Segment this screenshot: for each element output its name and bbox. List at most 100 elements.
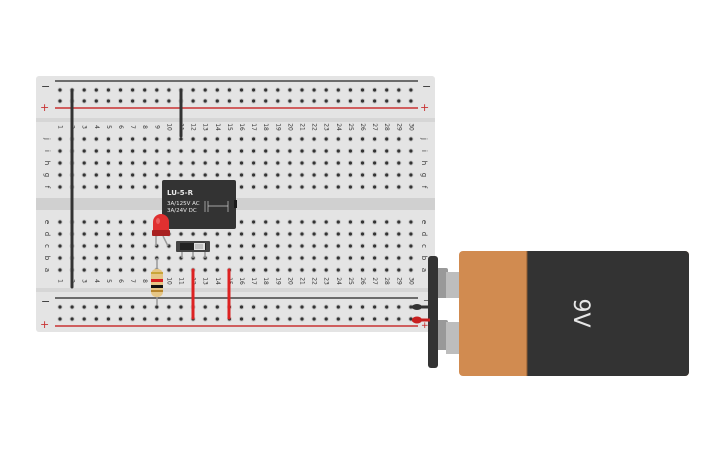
breadboard-hole[interactable] bbox=[70, 317, 74, 321]
breadboard-hole[interactable] bbox=[288, 305, 292, 309]
breadboard-hole[interactable] bbox=[82, 268, 86, 272]
breadboard-hole[interactable] bbox=[58, 88, 62, 92]
breadboard-hole[interactable] bbox=[373, 256, 377, 260]
breadboard-hole[interactable] bbox=[239, 256, 244, 260]
breadboard-hole[interactable] bbox=[82, 137, 86, 141]
breadboard-hole[interactable] bbox=[94, 137, 98, 141]
breadboard-hole[interactable] bbox=[118, 256, 123, 260]
breadboard-hole[interactable] bbox=[94, 161, 98, 165]
breadboard-hole[interactable] bbox=[82, 161, 86, 165]
breadboard-hole[interactable] bbox=[227, 88, 231, 92]
breadboard-hole[interactable] bbox=[94, 268, 98, 272]
breadboard-hole[interactable] bbox=[336, 161, 340, 165]
breadboard-hole[interactable] bbox=[58, 161, 62, 165]
breadboard-hole[interactable] bbox=[179, 161, 183, 165]
breadboard-hole[interactable] bbox=[264, 256, 268, 260]
breadboard-hole[interactable] bbox=[131, 220, 135, 224]
breadboard-hole[interactable] bbox=[131, 305, 135, 309]
breadboard-hole[interactable] bbox=[143, 317, 147, 321]
breadboard-hole[interactable] bbox=[215, 137, 219, 141]
breadboard-hole[interactable] bbox=[118, 149, 123, 153]
breadboard-hole[interactable] bbox=[348, 99, 352, 103]
breadboard-hole[interactable] bbox=[373, 185, 377, 189]
breadboard-hole[interactable] bbox=[409, 137, 413, 141]
breadboard-hole[interactable] bbox=[227, 232, 231, 236]
breadboard-hole[interactable] bbox=[360, 137, 365, 141]
breadboard-hole[interactable] bbox=[155, 185, 159, 189]
breadboard-hole[interactable] bbox=[397, 99, 401, 103]
breadboard-hole[interactable] bbox=[179, 137, 183, 141]
breadboard-hole[interactable] bbox=[82, 244, 86, 248]
breadboard-hole[interactable] bbox=[143, 256, 147, 260]
breadboard-hole[interactable] bbox=[215, 232, 219, 236]
breadboard-hole[interactable] bbox=[360, 244, 365, 248]
breadboard-hole[interactable] bbox=[348, 220, 352, 224]
breadboard-hole[interactable] bbox=[409, 149, 413, 153]
breadboard-hole[interactable] bbox=[336, 256, 340, 260]
breadboard-hole[interactable] bbox=[252, 244, 256, 248]
breadboard-hole[interactable] bbox=[94, 305, 98, 309]
breadboard-hole[interactable] bbox=[239, 244, 244, 248]
breadboard-hole[interactable] bbox=[373, 220, 377, 224]
breadboard-hole[interactable] bbox=[324, 185, 328, 189]
breadboard-hole[interactable] bbox=[203, 232, 207, 236]
breadboard-hole[interactable] bbox=[264, 220, 268, 224]
breadboard-hole[interactable] bbox=[131, 88, 135, 92]
breadboard-hole[interactable] bbox=[373, 99, 377, 103]
breadboard-hole[interactable] bbox=[409, 88, 413, 92]
breadboard-hole[interactable] bbox=[397, 220, 401, 224]
breadboard-hole[interactable] bbox=[409, 185, 413, 189]
breadboard-hole[interactable] bbox=[373, 305, 377, 309]
breadboard-hole[interactable] bbox=[215, 244, 219, 248]
breadboard-hole[interactable] bbox=[300, 88, 304, 92]
breadboard-hole[interactable] bbox=[397, 88, 401, 92]
breadboard-hole[interactable] bbox=[106, 256, 110, 260]
breadboard-hole[interactable] bbox=[58, 99, 62, 103]
breadboard-hole[interactable] bbox=[409, 268, 413, 272]
breadboard-hole[interactable] bbox=[312, 161, 316, 165]
breadboard-hole[interactable] bbox=[118, 88, 123, 92]
breadboard-hole[interactable] bbox=[312, 149, 316, 153]
breadboard-hole[interactable] bbox=[397, 305, 401, 309]
breadboard-hole[interactable] bbox=[336, 317, 340, 321]
breadboard-hole[interactable] bbox=[373, 173, 377, 177]
breadboard-hole[interactable] bbox=[131, 173, 135, 177]
breadboard-hole[interactable] bbox=[288, 256, 292, 260]
breadboard-hole[interactable] bbox=[312, 305, 316, 309]
breadboard-hole[interactable] bbox=[300, 161, 304, 165]
breadboard-hole[interactable] bbox=[324, 99, 328, 103]
relay[interactable]: LU-5-R 3A/125V AC 3A/24V DC bbox=[162, 180, 237, 229]
breadboard-hole[interactable] bbox=[288, 220, 292, 224]
breadboard-hole[interactable] bbox=[118, 99, 123, 103]
breadboard-hole[interactable] bbox=[385, 317, 389, 321]
breadboard-hole[interactable] bbox=[385, 256, 389, 260]
breadboard-hole[interactable] bbox=[300, 137, 304, 141]
breadboard-hole[interactable] bbox=[300, 268, 304, 272]
breadboard-hole[interactable] bbox=[397, 317, 401, 321]
breadboard-hole[interactable] bbox=[348, 244, 352, 248]
breadboard-hole[interactable] bbox=[94, 149, 98, 153]
breadboard-hole[interactable] bbox=[397, 268, 401, 272]
breadboard-hole[interactable] bbox=[106, 99, 110, 103]
breadboard-hole[interactable] bbox=[82, 185, 86, 189]
breadboard-hole[interactable] bbox=[167, 137, 171, 141]
breadboard-hole[interactable] bbox=[215, 149, 219, 153]
breadboard-hole[interactable] bbox=[203, 88, 207, 92]
breadboard-hole[interactable] bbox=[155, 99, 159, 103]
breadboard-hole[interactable] bbox=[94, 88, 98, 92]
breadboard-hole[interactable] bbox=[397, 149, 401, 153]
breadboard-hole[interactable] bbox=[191, 149, 195, 153]
breadboard-hole[interactable] bbox=[143, 173, 147, 177]
breadboard-hole[interactable] bbox=[373, 232, 377, 236]
breadboard-hole[interactable] bbox=[348, 305, 352, 309]
breadboard-hole[interactable] bbox=[264, 137, 268, 141]
breadboard-hole[interactable] bbox=[348, 268, 352, 272]
breadboard-hole[interactable] bbox=[131, 137, 135, 141]
breadboard-hole[interactable] bbox=[191, 88, 195, 92]
breadboard-hole[interactable] bbox=[264, 88, 268, 92]
breadboard-hole[interactable] bbox=[324, 173, 328, 177]
breadboard-hole[interactable] bbox=[300, 256, 304, 260]
breadboard-hole[interactable] bbox=[167, 256, 171, 260]
breadboard-hole[interactable] bbox=[118, 173, 123, 177]
breadboard-hole[interactable] bbox=[58, 305, 62, 309]
